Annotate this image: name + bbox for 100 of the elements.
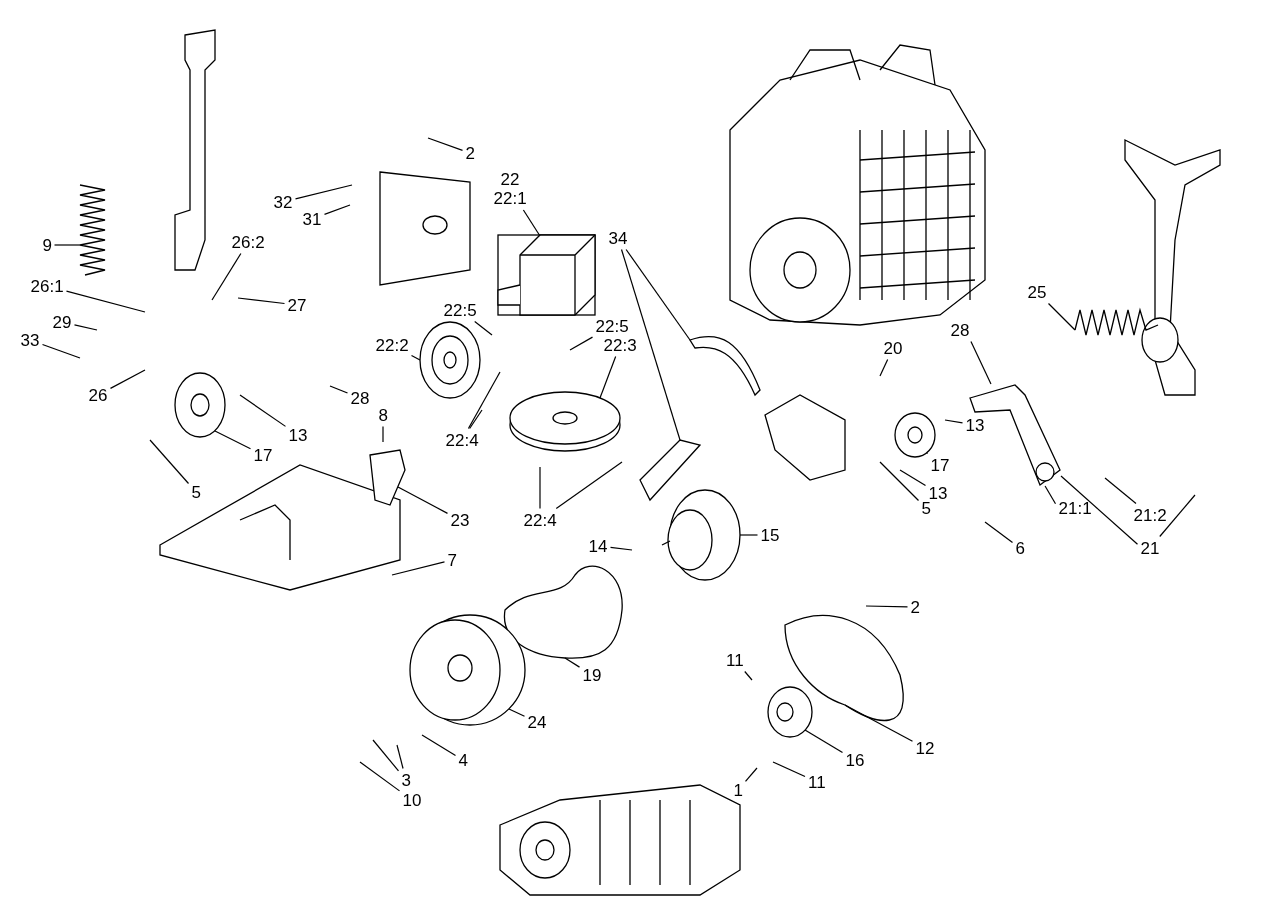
leader-line (865, 605, 909, 608)
leader-line (469, 409, 483, 430)
leader-line (382, 425, 384, 443)
leader-line (372, 739, 400, 772)
callout-number: 25 (1025, 281, 1049, 303)
leader-line (396, 744, 404, 770)
leader-line (926, 452, 929, 455)
callout-number: 32 (271, 191, 295, 213)
leader-line (410, 354, 421, 361)
leader-line (391, 561, 446, 576)
pulley-drawing (767, 686, 813, 738)
callout-number: 2 (908, 596, 922, 618)
pulley-drawing (509, 391, 621, 452)
leader-line (539, 466, 541, 510)
callout-number: 34 (606, 227, 630, 249)
leader-line (1159, 494, 1196, 538)
callout-number: 9 (40, 234, 54, 256)
leader-line (239, 394, 287, 427)
leader-line (1104, 477, 1137, 505)
pulley-drawing (419, 321, 481, 399)
callout-number: 22:5 (593, 315, 631, 337)
spring-drawing (1074, 307, 1159, 336)
leader-line (149, 439, 190, 485)
callout-number: 16 (843, 749, 867, 771)
callout-number: 28 (948, 319, 972, 341)
leader-line (421, 734, 457, 757)
leader-line (844, 704, 914, 742)
leader-line (427, 137, 464, 151)
callout-number: 19 (580, 664, 604, 686)
callout-number: 23 (448, 509, 472, 531)
callout-number: 1 (731, 779, 745, 801)
callout-number: 26:2 (229, 231, 267, 253)
drive-belt-drawing (639, 335, 761, 502)
callout-number: 21 (1138, 537, 1162, 559)
callout-number: 22:4 (521, 509, 559, 531)
leader-line (625, 248, 691, 341)
callout-number: 21:2 (1131, 504, 1169, 526)
spring-drawing (79, 184, 106, 276)
bracket-drawing (369, 449, 406, 506)
callout-number: 22:5 (441, 299, 479, 321)
callout-number: 12 (913, 737, 937, 759)
leader-line (739, 534, 759, 536)
leader-line (1060, 475, 1139, 545)
leader-line (899, 469, 927, 487)
callout-number: 10 (400, 789, 424, 811)
clutch-drawing (409, 614, 526, 726)
leader-line (879, 461, 920, 502)
callout-number: 2 (463, 142, 477, 164)
leader-line (294, 184, 353, 200)
idler-pulley-drawing (894, 412, 936, 458)
callout-number: 33 (18, 329, 42, 351)
gearbox-drawing (497, 234, 596, 316)
callout-number: 22 22:1 (491, 169, 529, 209)
callout-number: 27 (285, 294, 309, 316)
belt-drawing (503, 565, 623, 659)
leader-line (1047, 302, 1076, 331)
leader-line (211, 252, 242, 301)
leader-line (323, 204, 351, 215)
callout-number: 24 (525, 711, 549, 733)
leader-line (944, 419, 964, 424)
callout-number: 8 (376, 404, 390, 426)
leader-line (620, 248, 681, 441)
idler-pulley-drawing (174, 372, 226, 438)
callout-number: 5 (189, 481, 203, 503)
callout-number: 13 (963, 414, 987, 436)
callout-number: 22:4 (443, 429, 481, 451)
callout-number: 29 (50, 311, 74, 333)
leader-line (65, 290, 146, 313)
leader-line (41, 343, 81, 359)
leader-line (599, 355, 617, 399)
leader-line (397, 486, 449, 514)
leader-line (474, 320, 493, 336)
callout-number: 13 (286, 424, 310, 446)
callout-number: 21:1 (1056, 497, 1094, 519)
leader-line (329, 385, 349, 394)
leader-line (564, 657, 581, 668)
callout-number: 3 (399, 769, 413, 791)
leader-line (609, 546, 633, 551)
callout-number: 26 (86, 384, 110, 406)
leader-line (970, 340, 992, 385)
leader-line (744, 670, 753, 681)
leader-line (508, 708, 526, 717)
callout-number: 11 (724, 649, 746, 671)
callout-number: 22:2 (373, 334, 411, 356)
leader-line (1044, 485, 1057, 505)
callout-number: 7 (445, 549, 459, 571)
callout-number: 6 (1013, 537, 1027, 559)
callout-number: 11 (806, 771, 828, 793)
callout-number: 26:1 (28, 275, 66, 297)
leader-line (879, 358, 889, 377)
leader-line (359, 761, 401, 792)
leader-line (555, 461, 623, 510)
callout-number: 4 (456, 749, 470, 771)
callout-number: 31 (300, 208, 324, 230)
callout-number: 14 (586, 535, 610, 557)
leader-line (214, 430, 252, 450)
callout-number: 28 (348, 387, 372, 409)
drive-pulley-drawing (661, 489, 741, 581)
leader-line (467, 371, 501, 430)
leader-line (109, 369, 146, 389)
